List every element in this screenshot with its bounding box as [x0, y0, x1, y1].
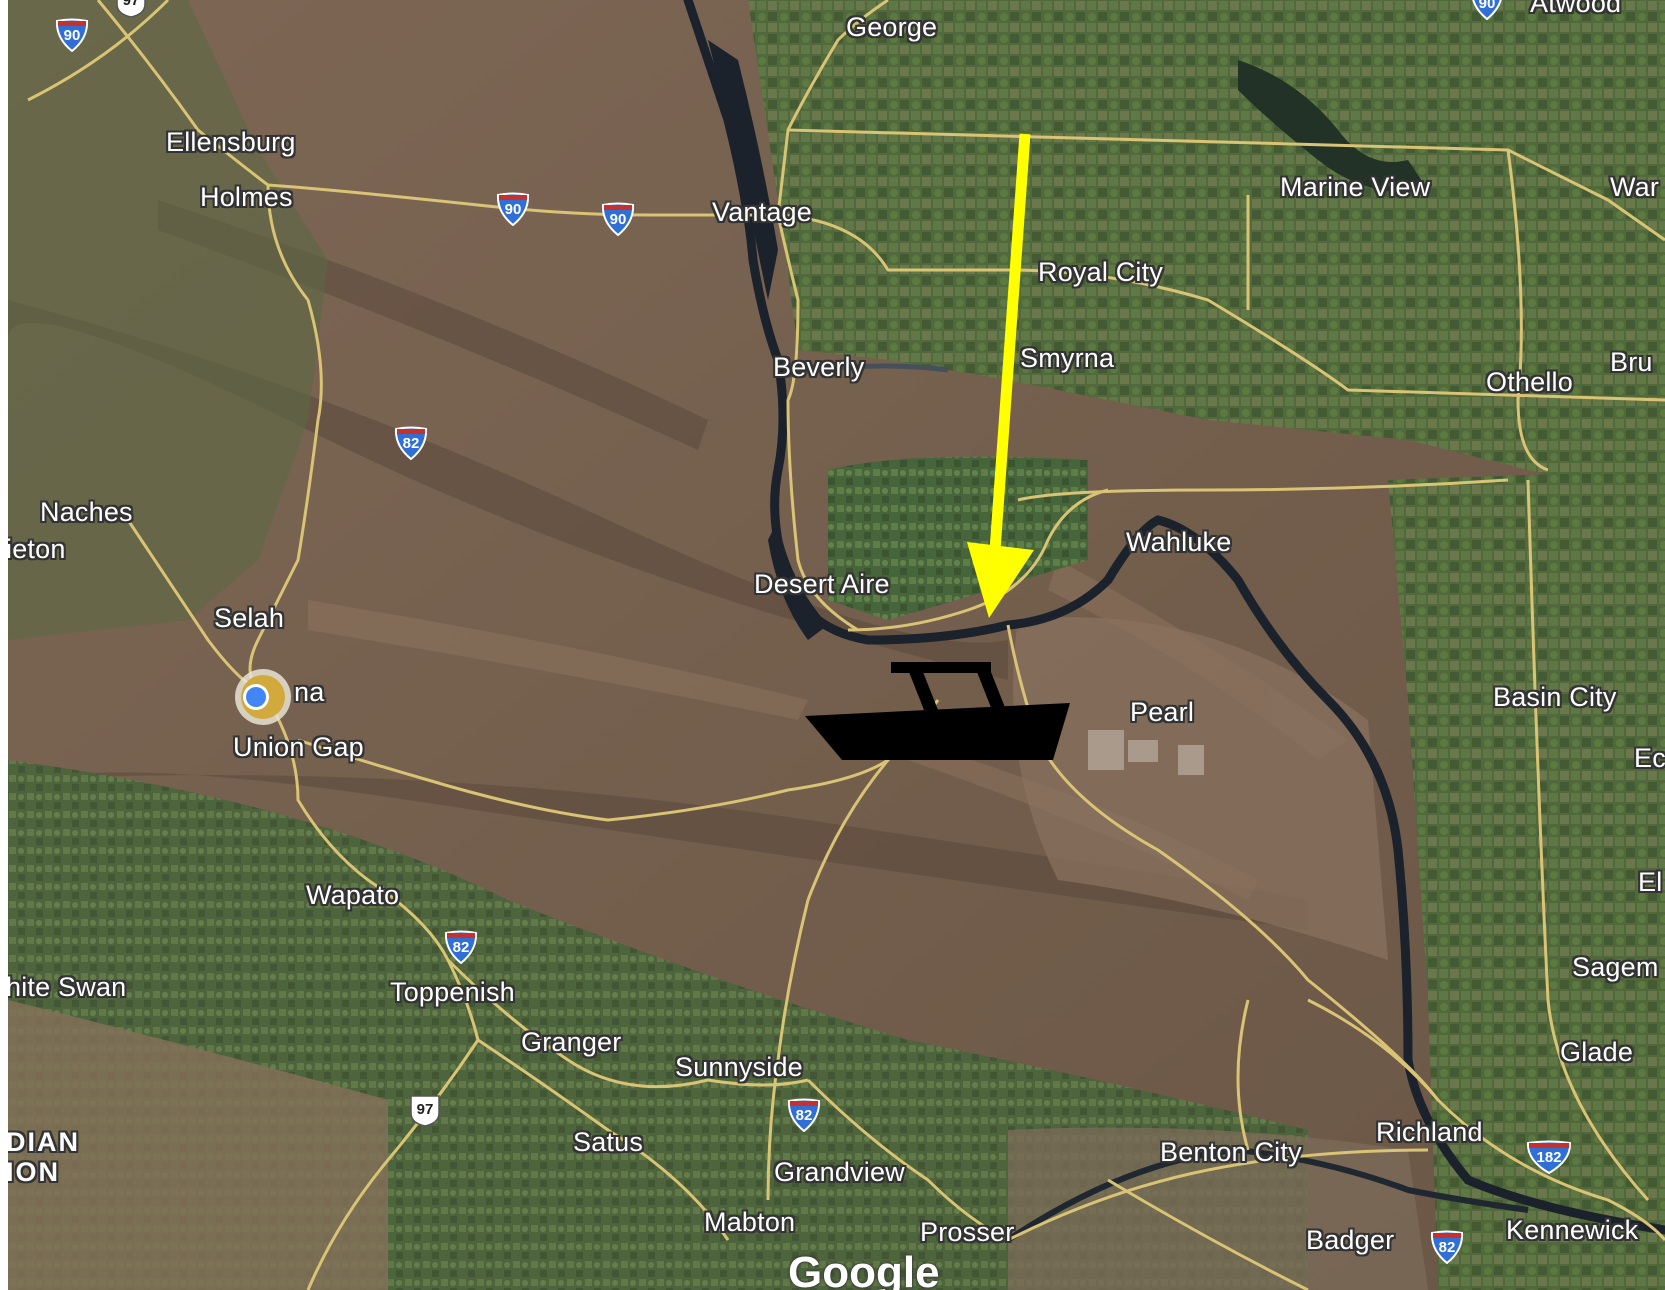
shield-number: 90 — [609, 211, 627, 228]
map-terrain-layer — [8, 0, 1665, 1290]
place-label-sunnyside[interactable]: Sunnyside — [675, 1052, 803, 1082]
interstate-182-shield[interactable]: 182 — [1526, 1140, 1572, 1174]
place-label-mabton[interactable]: Mabton — [704, 1207, 796, 1237]
interstate-shield-icon — [1472, 0, 1502, 20]
place-label-glade[interactable]: Glade — [1560, 1037, 1634, 1067]
interstate-shield-icon — [601, 202, 635, 236]
shield-number: 97 — [122, 0, 140, 9]
shield-number: 82 — [452, 939, 470, 956]
place-label-kennewick[interactable]: Kennewick — [1506, 1215, 1639, 1245]
place-label-sagem[interactable]: Sagem — [1572, 952, 1659, 982]
place-label-badger[interactable]: Badger — [1306, 1225, 1395, 1255]
interstate-shield-icon — [787, 1098, 821, 1132]
place-label-granger[interactable]: Granger — [521, 1027, 622, 1057]
interstate-shield-icon — [55, 18, 89, 52]
shield-number: 82 — [1438, 1239, 1456, 1256]
place-label-prosser[interactable]: Prosser — [920, 1217, 1015, 1247]
place-label-beverly[interactable]: Beverly — [773, 352, 865, 382]
place-label-pearl[interactable]: Pearl — [1130, 697, 1195, 727]
shield-number: 97 — [416, 1101, 434, 1118]
interstate-90-shield[interactable]: 90 — [1470, 0, 1504, 20]
interstate-82-shield[interactable]: 82 — [444, 930, 478, 964]
place-label-holmes[interactable]: Holmes — [200, 182, 293, 212]
place-label-toppenish[interactable]: Toppenish — [390, 977, 515, 1007]
shield-number: 90 — [1478, 0, 1496, 12]
place-label-naches[interactable]: Naches — [40, 497, 133, 527]
interstate-shield-icon — [1430, 1230, 1464, 1264]
place-label-basin-city[interactable]: Basin City — [1493, 682, 1617, 712]
place-label-tieton[interactable]: ieton — [8, 534, 66, 564]
place-label-white-swan[interactable]: hite Swan — [8, 972, 127, 1002]
us-97-shield[interactable]: 97 — [114, 0, 148, 18]
place-label-union-gap[interactable]: Union Gap — [233, 732, 364, 762]
place-label-desert-aire[interactable]: Desert Aire — [754, 569, 890, 599]
place-label-indian-2[interactable]: ION — [8, 1157, 61, 1187]
place-label-marine-view[interactable]: Marine View — [1280, 172, 1431, 202]
place-label-el[interactable]: El — [1638, 867, 1663, 897]
place-label-wapato[interactable]: Wapato — [306, 880, 400, 910]
place-label-smyrna[interactable]: Smyrna — [1020, 343, 1115, 373]
interstate-shield-icon — [496, 192, 530, 226]
yellow-arrow-annotation — [967, 133, 1034, 618]
current-location-icon[interactable] — [234, 668, 292, 726]
place-label-atwood[interactable]: Atwood — [1530, 0, 1622, 18]
place-label-yakima[interactable]: na — [294, 677, 325, 707]
interstate-90-shield[interactable]: 90 — [496, 192, 530, 226]
place-label-wahluke[interactable]: Wahluke — [1126, 527, 1232, 557]
place-label-grandview[interactable]: Grandview — [774, 1157, 905, 1187]
interstate-90-shield[interactable]: 90 — [601, 202, 635, 236]
satellite-map[interactable]: George Atwood Ellensburg Holmes Vantage … — [8, 0, 1665, 1290]
shield-number: 82 — [402, 435, 420, 452]
place-label-selah[interactable]: Selah — [214, 603, 285, 633]
interstate-82-shield[interactable]: 82 — [787, 1098, 821, 1132]
place-label-othello[interactable]: Othello — [1486, 367, 1573, 397]
interstate-90-shield[interactable]: 90 — [55, 18, 89, 52]
place-label-satus[interactable]: Satus — [573, 1127, 644, 1157]
shield-number: 90 — [504, 201, 522, 218]
place-label-ec[interactable]: Ec — [1634, 743, 1665, 773]
interstate-82-shield[interactable]: 82 — [394, 426, 428, 460]
interstate-shield-icon — [444, 930, 478, 964]
interstate-shield-icon — [394, 426, 428, 460]
place-label-bru[interactable]: Bru — [1610, 347, 1653, 377]
us-route-shield-icon — [116, 0, 146, 18]
place-label-ellensburg[interactable]: Ellensburg — [166, 127, 296, 157]
us-route-shield-icon — [410, 1095, 440, 1127]
google-logo: Google — [788, 1248, 940, 1290]
us-97-shield[interactable]: 97 — [408, 1093, 442, 1127]
shield-number: 182 — [1536, 1149, 1562, 1166]
place-label-indian-1[interactable]: DIAN — [8, 1127, 80, 1157]
shield-number: 82 — [795, 1107, 813, 1124]
location-marker-icon — [235, 669, 291, 725]
boat-icon — [805, 662, 1070, 760]
interstate-82-shield[interactable]: 82 — [1430, 1230, 1464, 1264]
place-label-vantage[interactable]: Vantage — [712, 197, 812, 227]
place-label-benton-city[interactable]: Benton City — [1160, 1137, 1302, 1167]
shield-number: 90 — [63, 27, 81, 44]
place-label-royal-city[interactable]: Royal City — [1038, 257, 1164, 287]
interstate-shield-icon — [1526, 1140, 1572, 1174]
place-label-richland[interactable]: Richland — [1376, 1117, 1483, 1147]
place-label-george[interactable]: George — [846, 12, 938, 42]
place-label-war[interactable]: War — [1610, 172, 1660, 202]
